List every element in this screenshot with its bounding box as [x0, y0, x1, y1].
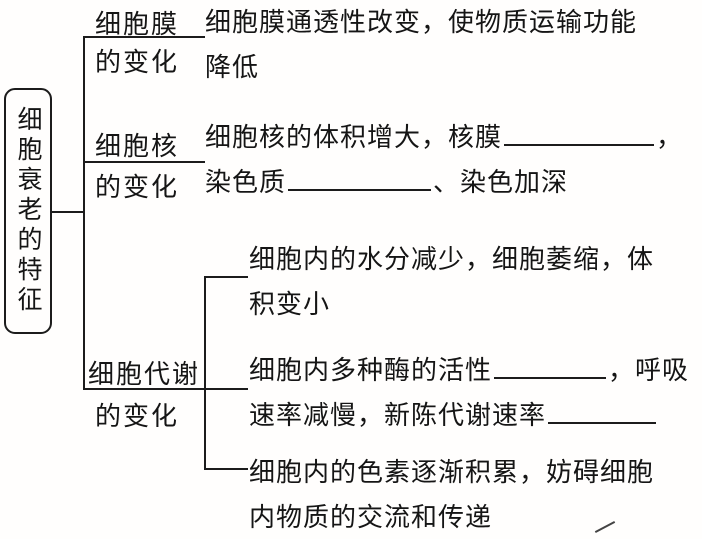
metabolism-item-water: 细胞内的水分减少，细胞萎缩，体 积变小 [249, 238, 654, 328]
nucleus-line1-text: 细胞核的体积增大，核膜 [205, 123, 503, 153]
root-connector-line [50, 211, 84, 213]
branch-membrane-description: 细胞膜通透性改变，使物质运输功能 降低 [205, 1, 637, 91]
nucleus-desc-line2: 染色质 、染色加深 [205, 161, 683, 206]
nucleus-line1-punct: ， [656, 123, 684, 153]
metabolism-item-enzyme: 细胞内多种酶的活性 ，呼吸 速率减慢，新陈代谢速率 [249, 349, 689, 439]
membrane-desc-line2: 降低 [205, 53, 260, 83]
branch-membrane-line [83, 36, 205, 38]
blank-underline-metabolic-rate [548, 400, 657, 424]
enzyme-line1-tail: ，呼吸 [608, 356, 690, 386]
branch-membrane-label-line1: 细胞膜 [95, 10, 180, 40]
sub-branch-water-line [204, 276, 248, 278]
branch-metabolism-label-line2: 的变化 [95, 402, 180, 432]
trunk-vertical-line [83, 36, 85, 390]
enzyme-line2-text: 速率减慢，新陈代谢速率 [249, 401, 547, 431]
root-node-box: 细胞衰老的特征 [4, 88, 52, 334]
nucleus-desc-line1: 细胞核的体积增大，核膜 ， [205, 116, 683, 161]
branch-nucleus-label-line1: 细胞核 [95, 132, 180, 162]
branch-nucleus-description: 细胞核的体积增大，核膜 ， 染色质 、染色加深 [205, 116, 683, 206]
branch-nucleus-label-line2: 的变化 [95, 173, 180, 203]
blank-underline-nuclear-membrane [504, 122, 655, 146]
sub-branch-pigment-line [204, 468, 248, 470]
nucleus-line2-text: 染色质 [205, 168, 287, 198]
water-line1: 细胞内的水分减少，细胞萎缩，体 [249, 245, 655, 275]
enzyme-line1-text: 细胞内多种酶的活性 [249, 356, 493, 386]
blank-underline-chromatin [288, 167, 432, 191]
branch-metabolism-line [83, 388, 248, 390]
sub-bracket-vertical-line [204, 276, 206, 470]
pigment-line2: 内物质的交流和传递 [249, 503, 493, 533]
water-line2: 积变小 [249, 290, 331, 320]
branch-membrane-label-line2: 的变化 [95, 48, 180, 78]
enzyme-line2: 速率减慢，新陈代谢速率 [249, 394, 689, 439]
membrane-desc-line1: 细胞膜通透性改变，使物质运输功能 [205, 8, 638, 38]
nucleus-line2-tail: 、染色加深 [433, 168, 569, 198]
root-node-label: 细胞衰老的特征 [14, 106, 43, 316]
enzyme-line1: 细胞内多种酶的活性 ，呼吸 [249, 349, 689, 394]
metabolism-item-pigment: 细胞内的色素逐渐积累，妨碍细胞 内物质的交流和传递 [249, 451, 654, 539]
branch-nucleus-line [83, 161, 205, 163]
branch-metabolism-label-line1: 细胞代谢 [88, 360, 201, 390]
pigment-line1: 细胞内的色素逐渐积累，妨碍细胞 [249, 458, 655, 488]
blank-underline-enzyme-activity [494, 355, 607, 379]
